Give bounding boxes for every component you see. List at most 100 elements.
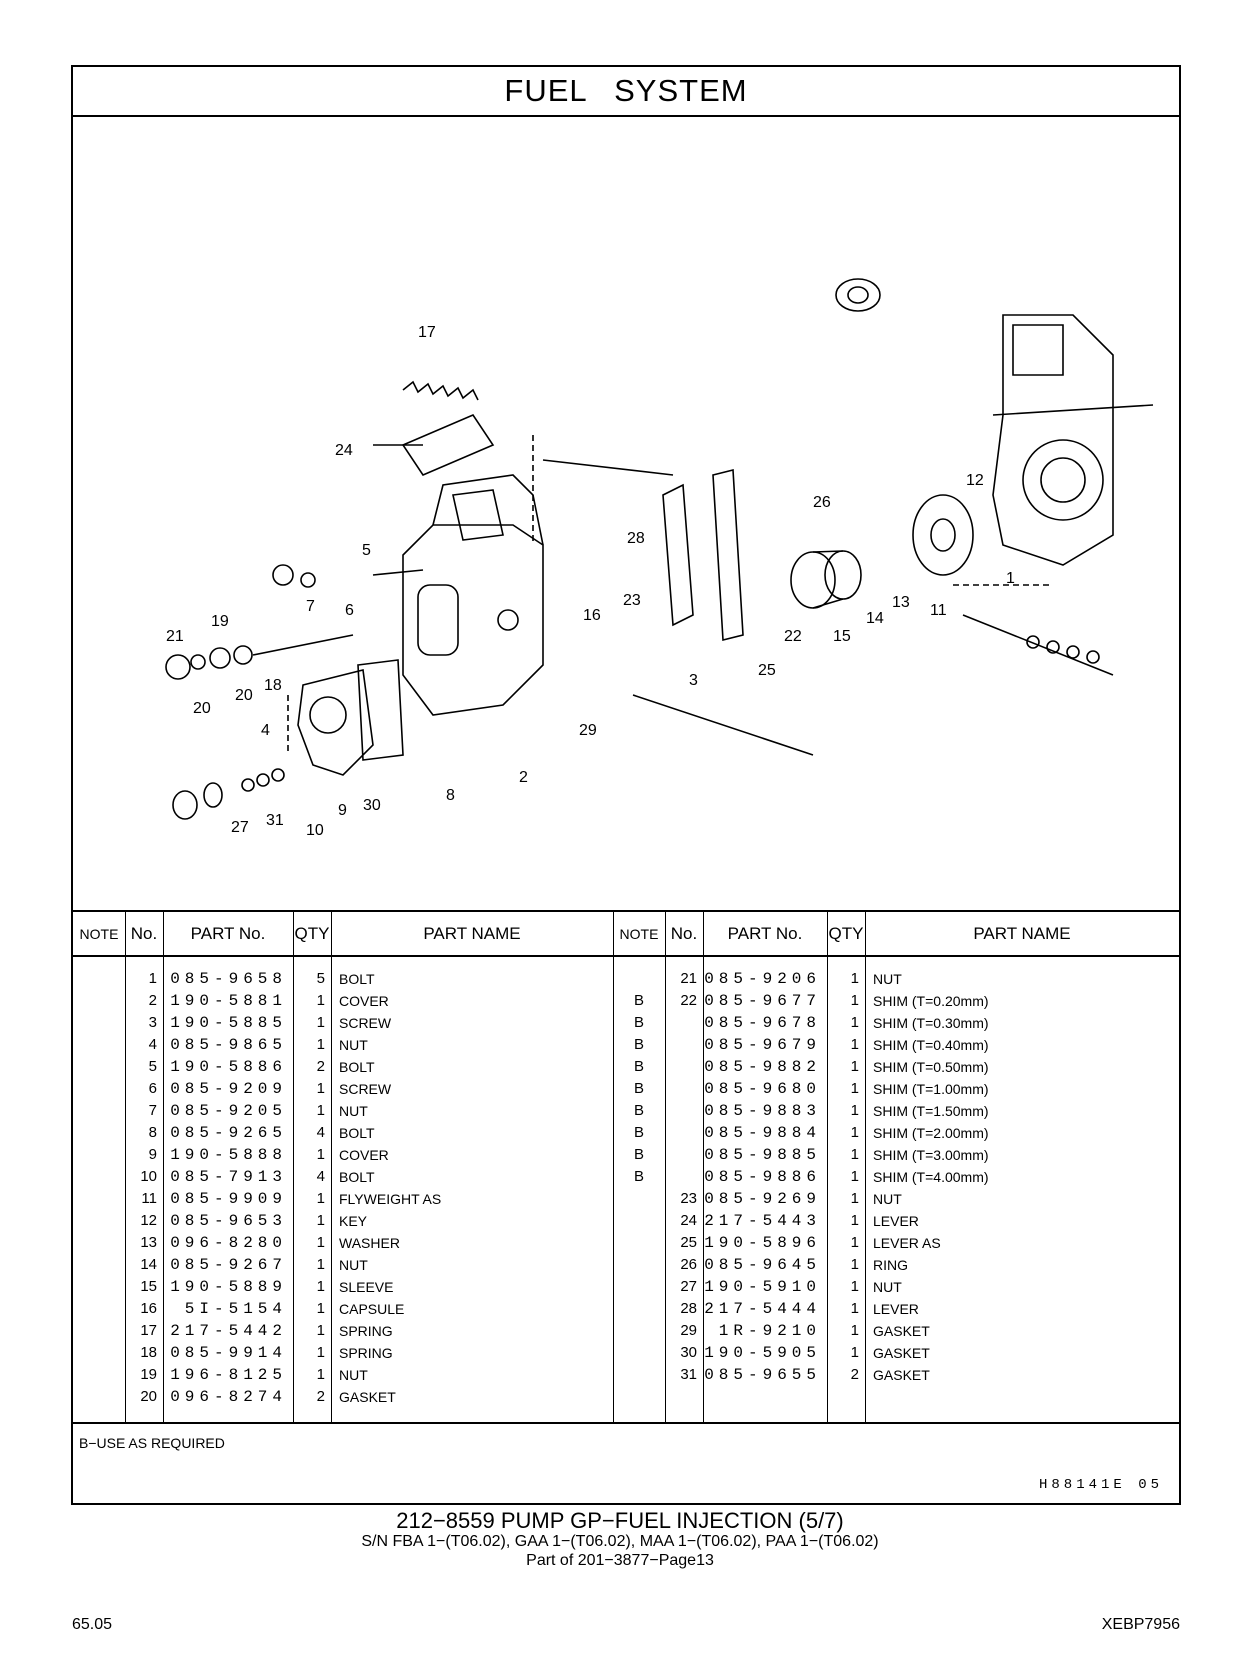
row-no: 15 (140, 1278, 157, 1295)
callout-27: 27 (231, 819, 249, 836)
row-part-name: SHIM (T=0.50mm) (873, 1058, 989, 1075)
row-note (613, 1275, 665, 1298)
row-no: 7 (148, 1102, 157, 1119)
row-part-no: 085-9909 (170, 1189, 287, 1208)
callout-labels: 17 24 5 28 26 23 16 12 7 6 19 21 18 20 2… (166, 324, 1015, 839)
row-no (665, 1165, 697, 1188)
row-part-no: 190-5905 (704, 1343, 821, 1362)
row-note (73, 1099, 125, 1122)
row-part-no: 196-8125 (170, 1365, 287, 1384)
exploded-parts-diagram: 17 24 5 28 26 23 16 12 7 6 19 21 18 20 2… (73, 115, 1179, 910)
callout-15: 15 (833, 628, 851, 645)
row-note (73, 967, 125, 990)
row-note (73, 1209, 125, 1232)
row-qty: 2 (316, 1058, 325, 1075)
row-part-no: 085-7913 (170, 1167, 287, 1186)
row-no: 11 (141, 1190, 157, 1207)
row-no: 10 (140, 1168, 157, 1185)
row-part-name: LEVER AS (873, 1234, 941, 1251)
row-qty: 1 (850, 970, 859, 987)
caption-title: 212−8559 PUMP GP−FUEL INJECTION (5/7) (396, 1508, 844, 1533)
callout-20b: 20 (193, 700, 211, 717)
callout-17: 17 (418, 324, 436, 341)
row-note (73, 989, 125, 1012)
row-part-name: SHIM (T=3.00mm) (873, 1146, 989, 1163)
table-header: NOTE No. PART No. QTY PART NAME NOTE No.… (73, 912, 1179, 957)
row-qty: 1 (316, 1212, 325, 1229)
row-no: 16 (140, 1300, 157, 1317)
callout-29: 29 (579, 722, 597, 739)
row-part-name: BOLT (339, 1124, 375, 1141)
row-note (73, 1143, 125, 1166)
caption-serial: S/N FBA 1−(T06.02), GAA 1−(T06.02), MAA … (361, 1533, 879, 1550)
row-qty: 1 (850, 992, 859, 1009)
row-part-no: 190-5888 (170, 1145, 287, 1164)
row-qty: 1 (316, 1300, 325, 1317)
row-part-name: NUT (339, 1366, 368, 1383)
row-no: 22 (680, 992, 697, 1009)
row-qty: 1 (850, 1322, 859, 1339)
row-note (613, 967, 665, 990)
row-qty: 1 (316, 1278, 325, 1295)
callout-3: 3 (689, 672, 698, 689)
row-no: 24 (680, 1212, 697, 1229)
row-no: 21 (680, 970, 697, 987)
row-part-name: GASKET (873, 1344, 930, 1361)
header-part-no-2: PART No. (727, 923, 803, 943)
row-no: 26 (680, 1256, 697, 1273)
header-part-no: PART No. (190, 923, 266, 943)
row-no: 25 (680, 1234, 697, 1251)
callout-1: 1 (1006, 570, 1015, 587)
row-part-no: 085-9209 (170, 1079, 287, 1098)
row-part-name: BOLT (339, 1058, 375, 1075)
row-note: B (633, 992, 644, 1009)
row-qty: 1 (850, 1058, 859, 1075)
row-no: 18 (140, 1344, 157, 1361)
row-no: 8 (148, 1124, 157, 1141)
row-no: 20 (140, 1388, 157, 1405)
page-frame: FUEL SYSTEM (71, 65, 1181, 1505)
row-note (613, 1341, 665, 1364)
row-qty: 1 (316, 1190, 325, 1207)
row-no: 23 (680, 1190, 697, 1207)
row-part-name: COVER (339, 992, 389, 1009)
row-no (665, 1033, 697, 1056)
row-part-no: 190-5881 (170, 991, 287, 1010)
row-part-name: SPRING (339, 1344, 393, 1361)
callout-18: 18 (264, 677, 282, 694)
page-title: FUEL SYSTEM (73, 67, 1179, 117)
row-part-name: LEVER (873, 1300, 919, 1317)
row-part-no: 096-8280 (170, 1233, 287, 1252)
callout-23: 23 (623, 592, 641, 609)
doc-code: XEBP7956 (1101, 1616, 1180, 1633)
row-qty: 1 (850, 1234, 859, 1251)
row-qty: 4 (316, 1124, 325, 1141)
row-part-no: 190-5910 (704, 1277, 821, 1296)
row-qty: 1 (850, 1036, 859, 1053)
row-qty: 1 (850, 1102, 859, 1119)
row-no: 27 (680, 1278, 697, 1295)
row-note (613, 1253, 665, 1276)
row-part-no: 190-5889 (170, 1277, 287, 1296)
callout-14: 14 (866, 610, 884, 627)
row-note (73, 1275, 125, 1298)
row-part-name: WASHER (339, 1234, 400, 1251)
header-part-name: PART NAME (423, 923, 521, 943)
row-no: 19 (140, 1366, 157, 1383)
row-part-no: 085-9882 (704, 1057, 821, 1076)
row-no (665, 1077, 697, 1100)
caption-part-of: Part of 201−3877−Page13 (526, 1552, 714, 1569)
row-part-name: BOLT (339, 970, 375, 987)
row-part-name: NUT (873, 970, 902, 987)
row-part-name: BOLT (339, 1168, 375, 1185)
row-part-no: 085-9883 (704, 1101, 821, 1120)
row-part-no: 217-5443 (704, 1211, 821, 1230)
row-no: 2 (148, 992, 157, 1009)
row-part-no: 085-9206 (704, 969, 821, 988)
row-qty: 1 (316, 1366, 325, 1383)
row-part-name: KEY (339, 1212, 368, 1229)
row-part-name: RING (873, 1256, 908, 1273)
row-part-no: 190-5896 (704, 1233, 821, 1252)
header-note: NOTE (79, 925, 119, 942)
callout-21: 21 (166, 628, 184, 645)
